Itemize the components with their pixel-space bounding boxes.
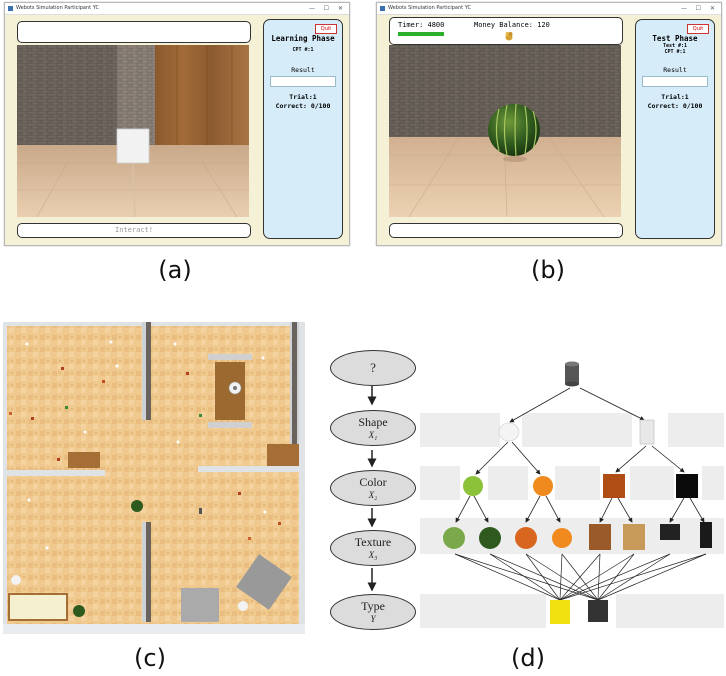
node-variable: X₃	[368, 550, 378, 560]
window-title: Webots Simulation Participant YC	[16, 5, 99, 11]
quit-button[interactable]: Quit	[687, 24, 709, 34]
band-color-right	[702, 466, 724, 500]
band-shape-left	[420, 413, 500, 447]
melon-light-icon	[443, 527, 465, 549]
minimize-button[interactable]: —	[309, 5, 315, 12]
trial-counter: Trial:1	[289, 93, 317, 101]
learning-window: Webots Simulation Participant YC — ☐ ✕	[4, 2, 350, 246]
trial-counter: Trial:1	[661, 93, 689, 101]
close-button[interactable]: ✕	[337, 5, 343, 12]
band-color-mid2	[555, 466, 600, 500]
info-panel: Quit Test Phase Test #:1 CPT #:1 Result …	[635, 19, 715, 239]
simulation-view[interactable]	[389, 45, 621, 217]
band-type-right	[616, 594, 724, 628]
watermelon-icon	[479, 527, 501, 549]
band-color-mid3	[630, 466, 674, 500]
test-number: Test #:1	[662, 43, 688, 49]
scene-render	[17, 45, 249, 217]
brown-cube-icon	[603, 474, 625, 498]
correct-counter: Correct: 0/100	[647, 102, 703, 110]
caption-c: (c)	[134, 644, 166, 672]
timer-bar-fill	[398, 32, 444, 36]
cpt-number: CPT #:1	[664, 49, 686, 55]
dark-cube-icon	[588, 600, 608, 622]
phase-title: Test Phase	[652, 34, 698, 43]
node-texture: Texture X₃	[330, 530, 416, 566]
green-sphere-icon	[463, 476, 483, 496]
title-bar: Webots Simulation Participant YC — ☐ ✕	[5, 3, 349, 15]
app-icon	[380, 6, 385, 11]
result-label: Result	[663, 66, 687, 74]
yellow-cube-icon	[550, 600, 570, 624]
test-window: Webots Simulation Participant YC — ☐ ✕ T…	[376, 2, 722, 246]
scene-render	[389, 45, 621, 217]
black-cube-icon	[676, 474, 698, 498]
result-field	[642, 76, 708, 87]
node-label: Texture	[354, 535, 392, 549]
node-unknown: ?	[330, 350, 416, 386]
minimize-button[interactable]: —	[681, 5, 687, 12]
root-cylinder-icon	[565, 361, 579, 387]
cpt-number: CPT #:1	[292, 47, 314, 53]
interact-button[interactable]: Interact!	[17, 223, 251, 238]
window-title: Webots Simulation Participant YC	[388, 5, 471, 11]
quit-button[interactable]: Quit	[315, 24, 337, 34]
interact-bar[interactable]	[389, 223, 623, 238]
caption-b: (b)	[531, 256, 565, 284]
band-color-mid1	[488, 466, 528, 500]
result-field	[270, 76, 336, 87]
caption-a: (a)	[158, 256, 192, 284]
orange-fruit-icon	[552, 528, 572, 548]
node-type: Type Y	[330, 594, 416, 630]
close-button[interactable]: ✕	[709, 5, 715, 12]
sphere-shape-icon	[498, 422, 520, 442]
band-color-left	[420, 466, 460, 500]
watermelon[interactable]	[488, 103, 540, 157]
node-label: Type	[361, 599, 385, 613]
basketball-icon	[515, 527, 537, 549]
band-shape-right	[668, 413, 724, 447]
node-shape: Shape X₁	[330, 410, 416, 446]
phase-title: Learning Phase	[271, 34, 335, 43]
maximize-button[interactable]: ☐	[695, 5, 701, 12]
simulation-view[interactable]	[17, 45, 249, 217]
node-label: Color	[359, 475, 387, 489]
node-label: ?	[370, 360, 376, 375]
caption-d: (d)	[511, 644, 545, 672]
money-balance: Money Balance: 120	[474, 21, 550, 29]
wood-box-light-icon	[623, 524, 645, 550]
node-variable: Y	[370, 614, 376, 624]
cube-shape-icon	[639, 419, 655, 445]
band-shape-mid	[522, 413, 632, 447]
node-variable: X₂	[368, 490, 378, 500]
node-color: Color X₂	[330, 470, 416, 506]
wood-box-dark-icon	[589, 524, 611, 550]
node-variable: X₁	[368, 430, 378, 440]
maximize-button[interactable]: ☐	[323, 5, 329, 12]
orange-sphere-icon	[533, 476, 553, 496]
message-bar	[17, 21, 251, 43]
title-bar: Webots Simulation Participant YC — ☐ ✕	[377, 3, 721, 15]
status-bar: Timer: 4800 Money Balance: 120	[389, 17, 623, 45]
white-cube[interactable]	[116, 128, 150, 164]
correct-counter: Correct: 0/100	[275, 102, 331, 110]
timer-label: Timer: 4800	[398, 21, 445, 29]
info-panel: Quit Learning Phase CPT #:1 Result Trial…	[263, 19, 343, 239]
monitor-icon	[660, 524, 680, 540]
result-label: Result	[291, 66, 315, 74]
environment-top-view	[3, 322, 305, 634]
black-panel-icon	[700, 522, 712, 548]
timer-bar-track	[398, 32, 528, 36]
app-icon	[8, 6, 13, 11]
node-label: Shape	[358, 415, 388, 429]
band-type-left	[420, 594, 546, 628]
coin-bag-icon	[505, 32, 513, 41]
